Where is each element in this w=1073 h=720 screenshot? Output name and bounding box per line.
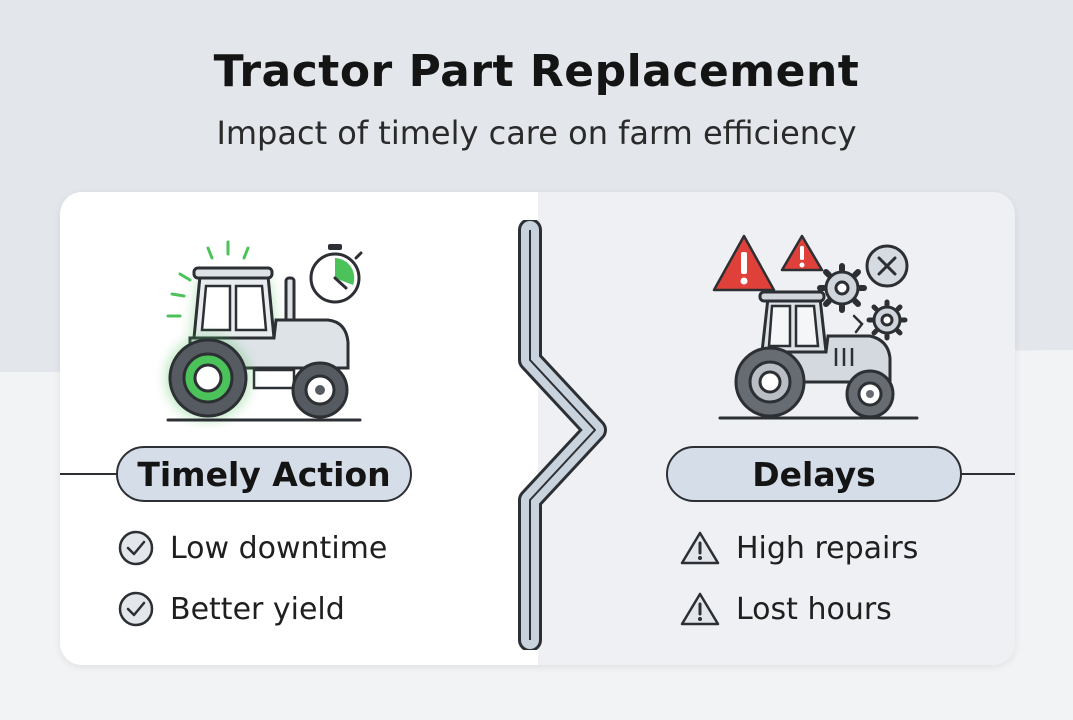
check-circle-icon xyxy=(118,530,154,566)
list-item: Low downtime xyxy=(118,530,387,566)
gear-icon xyxy=(817,263,867,313)
item-label: High repairs xyxy=(736,530,919,566)
item-label: Better yield xyxy=(170,591,345,627)
warning-triangle-icon xyxy=(680,592,720,626)
broken-tractor-icon xyxy=(712,234,919,420)
delays-label: Delays xyxy=(666,446,962,502)
stopwatch-icon xyxy=(309,244,363,304)
list-item: Lost hours xyxy=(680,591,892,627)
timely-action-panel xyxy=(60,192,538,665)
page-title: Tractor Part Replacement xyxy=(213,46,860,97)
warning-triangle-icon xyxy=(712,234,776,292)
warning-triangle-icon xyxy=(680,531,720,565)
item-label: Lost hours xyxy=(736,591,892,627)
x-circle-icon xyxy=(865,244,909,288)
delays-panel xyxy=(538,192,1015,665)
healthy-tractor-icon xyxy=(166,240,363,422)
page-subtitle: Impact of timely care on farm efficiency xyxy=(216,114,857,152)
gear-icon xyxy=(866,299,908,341)
check-circle-icon xyxy=(118,591,154,627)
list-item: Better yield xyxy=(118,591,345,627)
right-connector-line xyxy=(960,473,1015,475)
comparison-card xyxy=(60,192,1015,665)
timely-action-label: Timely Action xyxy=(116,446,412,502)
warning-triangle-icon xyxy=(780,234,824,272)
left-connector-line xyxy=(60,473,118,475)
chevron-divider-icon xyxy=(518,220,607,650)
list-item: High repairs xyxy=(680,530,918,566)
item-label: Low downtime xyxy=(170,530,388,566)
